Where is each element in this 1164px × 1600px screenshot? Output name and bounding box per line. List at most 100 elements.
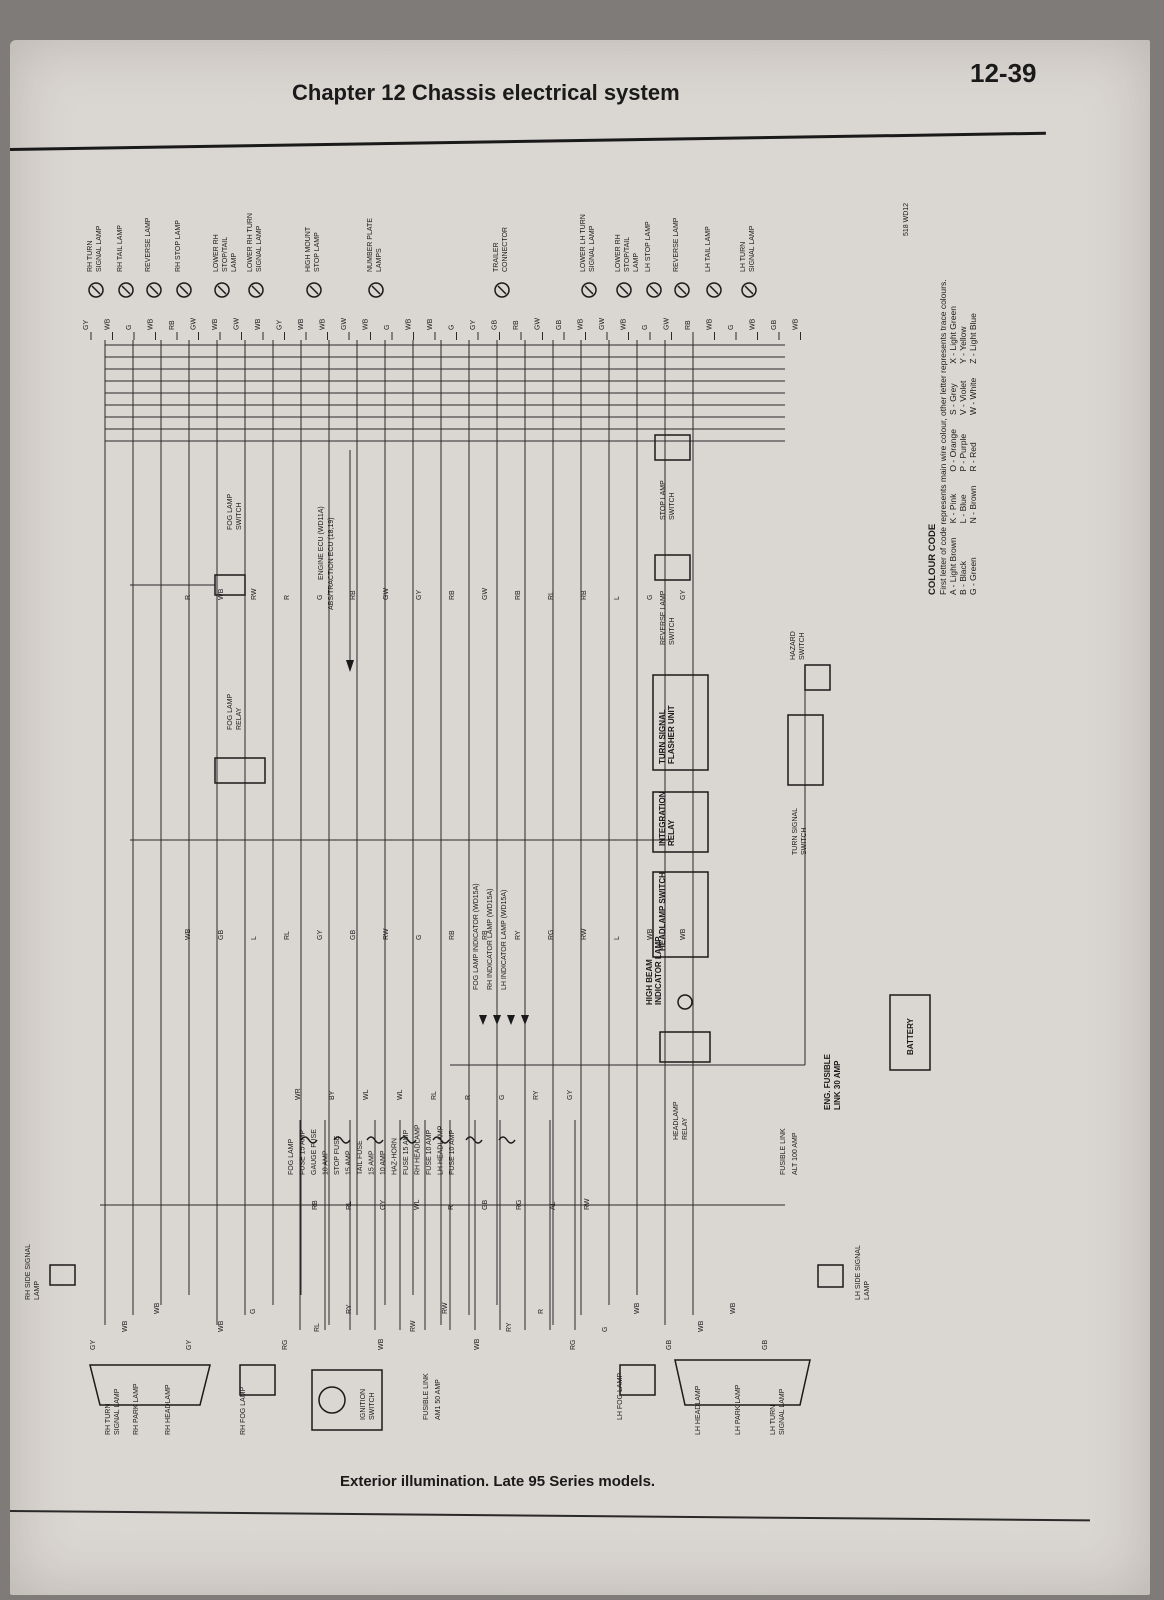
components <box>49 282 931 1431</box>
lamp-filament-symbol <box>121 285 131 295</box>
front-wire-label: WB <box>698 1320 705 1332</box>
terminal-wire-label: GW <box>191 318 198 330</box>
fuse-wire-label: RG <box>516 1200 523 1211</box>
terminal-wire-label: GY <box>83 320 90 330</box>
terminal-wire-label: WB <box>298 318 305 330</box>
headlamp-relay-label: RELAY <box>682 1117 689 1140</box>
stop-lamp-switch-label: STOP LAMP <box>660 480 667 520</box>
colour-code-entry: K - Pink <box>948 493 958 524</box>
fuse-wire-label: WL <box>397 1089 404 1100</box>
switch-wire-label: WB <box>680 928 687 940</box>
switch-wire-label: GB <box>350 930 357 940</box>
colour-code-row: A - Light Brown K - Pink O - Orange S - Gre… <box>948 292 958 595</box>
rh-side-lamp-box <box>49 1264 76 1286</box>
terminal-wire-label: WB <box>406 318 413 330</box>
lh-side-lamp-label: LAMP <box>864 1281 871 1300</box>
lamp-filament-symbol <box>497 285 507 295</box>
headlamp-switch <box>652 871 709 958</box>
colour-code-entry: S - Grey <box>948 383 958 416</box>
colour-code-entry: A - Light Brown <box>948 537 958 595</box>
headlamp-relay-label: HEADLAMP <box>673 1101 680 1140</box>
rh-side-lamp-label: LAMP <box>34 1281 41 1300</box>
terminal-wire-label: RB <box>513 320 520 330</box>
lamp-filament-symbol <box>251 285 261 295</box>
fuse-label: FOG LAMP <box>288 1138 295 1175</box>
lamp-bulb-symbol <box>581 282 597 298</box>
lamp-filament-symbol <box>709 285 719 295</box>
lamp-filament-symbol <box>179 285 189 295</box>
right-lamp-label: LOWER RH <box>213 234 220 272</box>
flasher-unit-label: TURN SIGNAL <box>658 709 667 764</box>
lamp-bulb-symbol <box>706 282 722 298</box>
fuse-label: HAZ-HORN <box>392 1138 399 1175</box>
lh-headlamp-housing <box>674 1359 811 1406</box>
switch-wire-label: RW <box>383 928 390 940</box>
flasher-unit <box>652 674 709 771</box>
front-wire-label: RG <box>282 1340 289 1351</box>
fuse-wire-label: R <box>465 1095 472 1100</box>
terminal-wire-label: WB <box>750 318 757 330</box>
hazard-switch <box>804 664 831 691</box>
lamp-filament-symbol <box>649 285 659 295</box>
terminal-wire-label: GB <box>492 320 499 330</box>
colour-code-title: COLOUR CODE <box>927 523 938 595</box>
right-lamp-label: STOP LAMP <box>314 232 321 272</box>
indicator-arrow <box>479 1015 487 1025</box>
ecu-arrow <box>346 660 354 672</box>
front-wire-label: R <box>538 1309 545 1314</box>
lamp-bulb-symbol <box>118 282 134 298</box>
fuse-wire-label: GB <box>482 1200 489 1210</box>
lamp-bulb-symbol <box>616 282 632 298</box>
switch-wire-label: RB <box>449 930 456 940</box>
rh-side-lamp-label: RH SIDE SIGNAL <box>25 1244 32 1300</box>
ignition-key-symbol <box>318 1386 346 1414</box>
fuse-wire-label: R <box>448 1205 455 1210</box>
fog-lamp-relay-label: FOG LAMP <box>227 693 234 730</box>
fuse-label: RH HEADLAMP <box>415 1124 422 1175</box>
stop-lamp-switch-label: SWITCH <box>669 492 676 520</box>
front-wire-label: GY <box>90 1340 97 1350</box>
wires <box>90 332 806 1330</box>
lh-side-lamp-box <box>817 1264 844 1288</box>
lamp-filament-symbol <box>744 285 754 295</box>
terminal-wire-label: RB <box>685 320 692 330</box>
integration-relay-label: RELAY <box>667 819 676 846</box>
front-wire-label: GY <box>186 1340 193 1350</box>
switch-wire-label: RB <box>449 590 456 600</box>
lamp-bulb-symbol <box>146 282 162 298</box>
right-lamp-label: REVERSE LAMP <box>673 217 680 272</box>
terminal-wire-label: WB <box>707 318 714 330</box>
front-lamp-label: IGNITION <box>360 1389 367 1420</box>
lamp-filament-symbol <box>584 285 594 295</box>
lamp-bulb-symbol <box>674 282 690 298</box>
switch-wire-label: RB <box>482 930 489 940</box>
fog-lamp-relay <box>214 757 266 784</box>
indicator-arrow <box>521 1015 529 1025</box>
terminal-wire-label: WB <box>148 318 155 330</box>
colour-code-entry: G - Green <box>968 557 978 595</box>
fuse-wire-label: RL <box>346 1201 353 1210</box>
fuse-wire-label: GY <box>380 1200 387 1210</box>
front-wire-label: RW <box>410 1320 417 1332</box>
lamp-filament-symbol <box>619 285 629 295</box>
front-wire-label: WB <box>218 1320 225 1332</box>
fuse-label: TAIL FUSE <box>357 1140 364 1175</box>
right-lamp-label: LAMP <box>633 253 640 272</box>
rh-fog-lamp-box <box>239 1364 276 1396</box>
lamp-bulb-symbol <box>306 282 322 298</box>
high-beam-indicator-label: INDICATOR LAMP <box>654 936 663 1005</box>
right-lamp-label: RH TURN <box>87 241 94 272</box>
terminal-wire-label: G <box>126 325 133 330</box>
fuse-symbol <box>333 1136 351 1144</box>
colour-code-entry: O - Orange <box>948 429 958 472</box>
front-lamp-label: FUSIBLE LINK <box>423 1373 430 1420</box>
terminal-wire-label: WB <box>621 318 628 330</box>
eng-link-label: LINK 30 AMP <box>833 1060 842 1110</box>
front-lamp-label: SIGNAL LAMP <box>114 1388 121 1435</box>
colour-code-entry: L - Blue <box>958 494 968 524</box>
front-wire-label: WB <box>634 1302 641 1314</box>
colour-code-table: A - Light Brown K - Pink O - Orange S - Gre… <box>948 292 978 595</box>
